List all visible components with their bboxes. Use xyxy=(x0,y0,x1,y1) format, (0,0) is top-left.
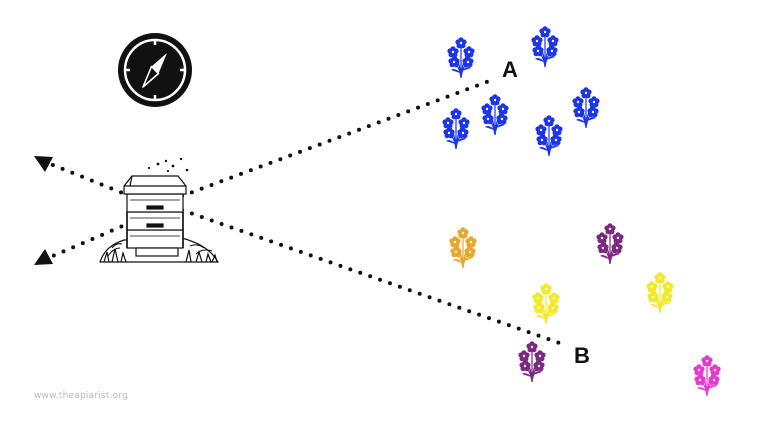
compass-icon xyxy=(118,33,192,107)
flower-bunch-icon xyxy=(481,94,508,135)
flower-bunch-icon xyxy=(532,283,559,324)
flower-bunch-icon xyxy=(535,115,562,156)
label-b: B xyxy=(574,343,590,368)
flower-bunch-icon xyxy=(646,272,673,313)
flower-bunch-icon xyxy=(518,341,545,382)
flight-path-to-a xyxy=(180,78,494,198)
flower-bunch-icon xyxy=(531,26,558,67)
beehive-icon xyxy=(99,157,220,263)
flower-bunch-icon xyxy=(572,87,599,128)
flower-patch-b xyxy=(449,223,720,396)
flower-bunch-icon xyxy=(442,108,469,149)
site-credit: www.theapiarist.org xyxy=(34,391,128,401)
flower-bunch-icon xyxy=(449,227,476,268)
arrow-head-icon xyxy=(34,156,53,172)
flower-bunch-icon xyxy=(447,37,474,78)
label-a: A xyxy=(502,57,518,82)
flower-bunch-icon xyxy=(693,355,720,396)
flight-path-to-b xyxy=(180,208,570,348)
flower-bunch-icon xyxy=(596,223,623,264)
flower-patch-a xyxy=(442,26,599,156)
arrow-head-icon xyxy=(34,249,53,265)
